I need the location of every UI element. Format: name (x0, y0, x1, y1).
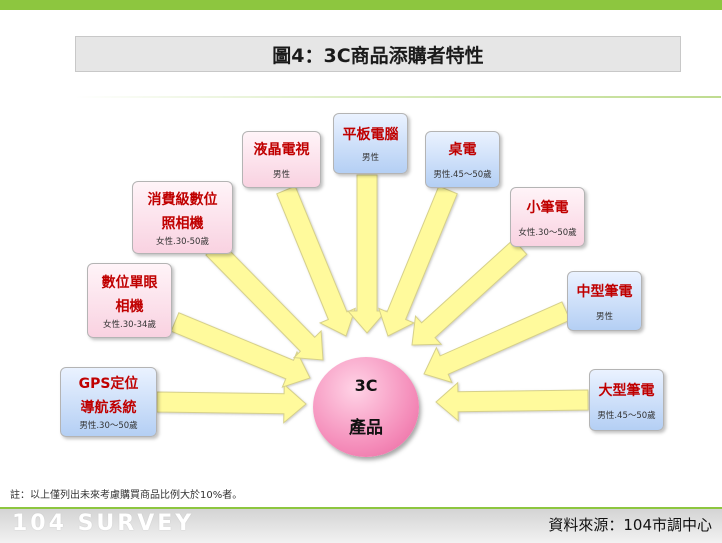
box-subtitle: 男性 (272, 170, 290, 180)
box-title-line1: 小筆電 (526, 199, 569, 216)
brand-logo: 104 SURVEY (12, 511, 195, 536)
box-title-line2: 相機 (115, 298, 144, 315)
box-title-line1: 液晶電視 (253, 142, 310, 158)
box-title-line1: 消費級數位 (147, 191, 218, 208)
box-subtitle: 女性.30～50歲 (518, 227, 577, 238)
center-label-line1: 3C (354, 376, 378, 395)
arrow-from-netbook (411, 238, 528, 346)
box-title-line1: GPS定位 (78, 376, 139, 392)
arrow-from-tablet (346, 174, 388, 334)
arrow-from-midsize (423, 301, 571, 384)
box-lcd-tv: 液晶電視 男性 (242, 131, 321, 188)
arrow-from-large (435, 381, 589, 422)
arrow-from-lcd-tv (276, 185, 357, 337)
top-accent-bar (0, 0, 722, 10)
source-credit: 資料來源：104市調中心 (548, 516, 712, 534)
footer-accent-line (0, 507, 722, 509)
box-title-line1: 大型筆電 (598, 382, 655, 399)
box-title-line1: 數位單眼 (101, 274, 158, 291)
box-desktop: 桌電 男性.45～50歲 (425, 131, 500, 188)
box-title-line2: 照相機 (161, 215, 204, 232)
box-subtitle: 女性.30-50歲 (156, 236, 209, 247)
box-subtitle: 女性.30-34歲 (103, 319, 156, 330)
box-dslr-camera: 數位單眼 相機 女性.30-34歲 (87, 263, 172, 338)
arrows-layer (156, 174, 589, 424)
box-title-line1: 中型筆電 (576, 283, 633, 300)
box-title-line1: 平板電腦 (342, 127, 399, 143)
box-title-line2: 導航系統 (80, 400, 137, 416)
box-subtitle: 男性.45～50歲 (433, 170, 492, 180)
box-gps-navigation: GPS定位 導航系統 男性.30～50歲 (60, 367, 157, 437)
arrow-from-dslr (170, 312, 311, 388)
arrow-from-consumer (205, 240, 324, 361)
box-subtitle: 男性 (595, 311, 613, 322)
center-label-line2: 產品 (349, 418, 383, 438)
center-3c-products: 3C 產品 (313, 357, 419, 457)
box-title-line1: 桌電 (448, 142, 477, 158)
footer-bar (0, 507, 722, 543)
box-tablet: 平板電腦 男性 (333, 113, 408, 174)
box-subtitle: 男性 (361, 153, 379, 163)
arrow-from-gps (156, 383, 307, 424)
page-title: 圖4：3C商品添購者特性 (75, 36, 681, 72)
box-netbook: 小筆電 女性.30～50歲 (510, 187, 585, 247)
box-consumer-camera: 消費級數位 照相機 女性.30-50歲 (132, 181, 233, 254)
box-subtitle: 男性.30～50歲 (79, 421, 138, 431)
arrow-from-desktop (377, 185, 458, 337)
header-divider (75, 96, 721, 98)
footnote: 註：以上僅列出未來考慮購買商品比例大於10%者。 (10, 490, 243, 501)
box-subtitle: 男性.45～50歲 (597, 410, 656, 421)
box-midsize-laptop: 中型筆電 男性 (567, 271, 642, 331)
box-large-laptop: 大型筆電 男性.45～50歲 (589, 369, 664, 431)
